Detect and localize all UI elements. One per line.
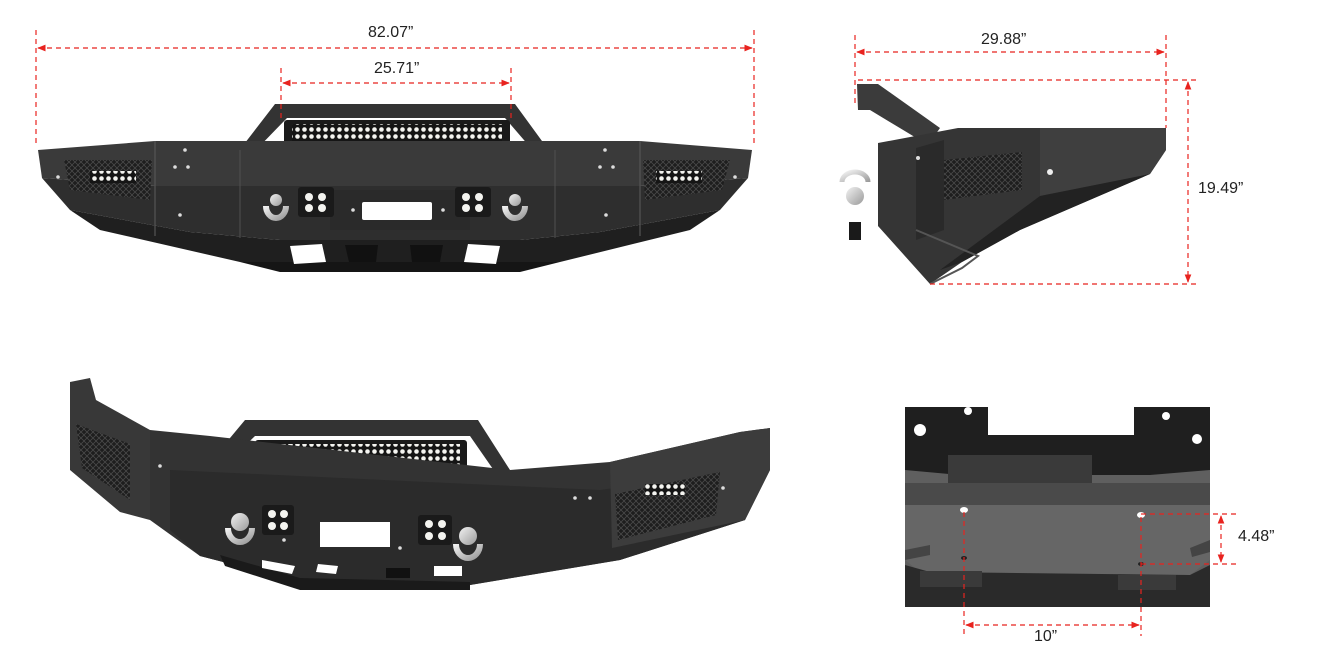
perspective-view	[70, 378, 770, 590]
overall-width-label: 82.07”	[368, 24, 414, 41]
front-view	[38, 104, 752, 272]
dimension-lines-front	[35, 30, 755, 145]
light-bar-width-label: 25.71”	[374, 60, 420, 77]
mount-detail-view	[905, 407, 1210, 607]
dimension-lines-detail	[963, 512, 1240, 636]
side-height-label: 19.49”	[1198, 180, 1244, 197]
side-view	[839, 84, 1166, 285]
side-depth-label: 29.88”	[981, 31, 1027, 48]
dimension-lines-side	[854, 35, 1198, 285]
hole-vertical-label: 4.48”	[1238, 528, 1275, 545]
hole-spacing-label: 10”	[1034, 628, 1058, 645]
